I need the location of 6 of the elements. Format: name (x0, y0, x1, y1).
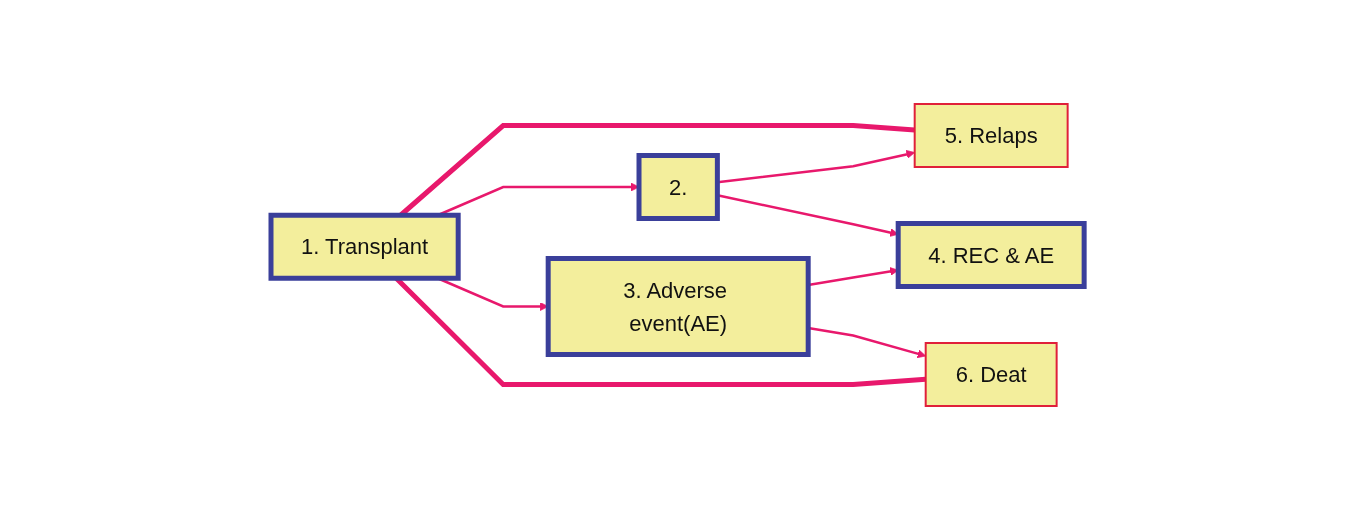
node-box: 5. Relaps (913, 103, 1069, 168)
node-box: 3. Adverse event(AE) (545, 256, 811, 357)
node-box: 1. Transplant (268, 212, 461, 281)
node-box: 2. (636, 153, 720, 221)
node-box: 4. REC & AE (895, 221, 1087, 289)
node-box: 6. Deat (924, 342, 1058, 407)
